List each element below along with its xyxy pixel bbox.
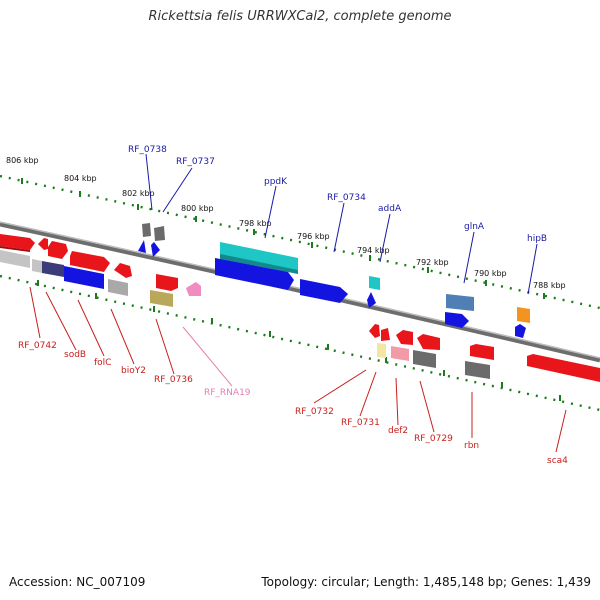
tick-label-802: 802 kbp (122, 189, 155, 198)
gene-hipB-top[interactable] (517, 307, 530, 323)
gene-bioY2-top[interactable] (114, 263, 132, 278)
label-folC: folC (94, 358, 111, 368)
gene-folC-bottom[interactable] (42, 261, 64, 277)
gene-sodB-top[interactable] (38, 238, 48, 250)
gene-rf-0732[interactable] (369, 324, 380, 338)
gene-rf-0729-top[interactable] (417, 334, 440, 350)
gene-hipB[interactable] (515, 324, 526, 338)
gene-addA[interactable] (367, 292, 376, 308)
gene-def2-top[interactable] (396, 330, 413, 345)
upper-major-ticks (21, 178, 545, 299)
gene-sodB-bottom[interactable] (32, 259, 42, 273)
label-rf-0738: RF_0738 (128, 145, 167, 155)
gene-rf-0742[interactable] (0, 234, 35, 252)
gene-glnA-blue[interactable] (445, 312, 469, 328)
gene-ppdK[interactable] (220, 242, 298, 272)
gene-ppdK-shade[interactable] (220, 254, 298, 274)
label-hipB: hipB (527, 234, 547, 244)
lower-scale-line (0, 274, 600, 412)
gene-rbn-top[interactable] (470, 344, 494, 360)
gene-bioY2-bottom[interactable] (108, 279, 128, 296)
label-rf-0734: RF_0734 (327, 193, 366, 203)
label-rf-0731: RF_0731 (341, 418, 380, 428)
tick-label-806: 806 kbp (6, 156, 39, 165)
gene-rf-0729[interactable] (413, 350, 436, 368)
label-addA: addA (378, 204, 402, 214)
gene-folC-top-b[interactable] (70, 251, 110, 272)
accession-text: Accession: NC_007109 (9, 575, 146, 589)
tick-label-800: 800 kbp (181, 204, 214, 213)
gene-folC-top-a[interactable] (48, 241, 68, 259)
label-glnA: glnA (464, 222, 485, 232)
label-rf-0737: RF_0737 (176, 157, 215, 167)
gene-rbn[interactable] (465, 361, 490, 379)
upper-scale-line (0, 174, 600, 310)
label-rf-0742: RF_0742 (18, 341, 57, 351)
tick-label-794: 794 kbp (357, 246, 390, 255)
gene-def2[interactable] (391, 346, 409, 361)
gene-rf-0738[interactable] (142, 223, 151, 237)
rf-rna19-leader (182, 326, 233, 387)
label-ppdK: ppdK (264, 177, 288, 187)
topology-text: Topology: circular; Length: 1,485,148 bp… (261, 575, 591, 589)
label-rf-0736: RF_0736 (154, 375, 193, 385)
gene-rf-0738-blue[interactable] (138, 240, 146, 253)
tick-label-804: 804 kbp (64, 174, 97, 183)
gene-addA-top[interactable] (369, 276, 380, 290)
gene-rf-0732-b[interactable] (381, 328, 390, 341)
label-sodB: sodB (64, 350, 86, 360)
top-leader-lines (145, 153, 538, 295)
gene-rf-0737[interactable] (154, 226, 165, 241)
gene-rf-0737-blue[interactable] (151, 242, 160, 257)
gene-sca4[interactable] (527, 354, 600, 382)
gene-rf-rna19[interactable] (186, 282, 201, 296)
tick-label-796: 796 kbp (297, 232, 330, 241)
map-title: Rickettsia felis URRWXCal2, complete gen… (148, 9, 452, 24)
label-def2: def2 (388, 426, 408, 436)
gene-folC-blue[interactable] (64, 266, 104, 289)
tick-label-790: 790 kbp (474, 269, 507, 278)
label-rf-rna19: RF_RNA19 (204, 388, 251, 398)
lower-major-ticks (37, 280, 561, 401)
bottom-leader-lines (29, 286, 567, 453)
tick-label-792: 792 kbp (416, 258, 449, 267)
gene-rf-0736-top[interactable] (156, 274, 178, 291)
tick-label-798: 798 kbp (239, 219, 272, 228)
gene-glnA[interactable] (446, 294, 474, 311)
label-rbn: rbn (464, 441, 479, 451)
tick-label-788: 788 kbp (533, 281, 566, 290)
label-sca4: sca4 (547, 456, 568, 466)
gene-rf-0731[interactable] (377, 343, 386, 358)
gene-rf-0734[interactable] (300, 279, 348, 303)
gene-rf-0742-bottom[interactable] (0, 250, 30, 268)
label-rf-0732: RF_0732 (295, 407, 334, 417)
label-rf-0729: RF_0729 (414, 434, 453, 444)
label-bioY2: bioY2 (121, 366, 146, 376)
gene-rf-0736-bottom[interactable] (150, 290, 173, 307)
gene-rf-0734-top[interactable] (215, 258, 294, 290)
